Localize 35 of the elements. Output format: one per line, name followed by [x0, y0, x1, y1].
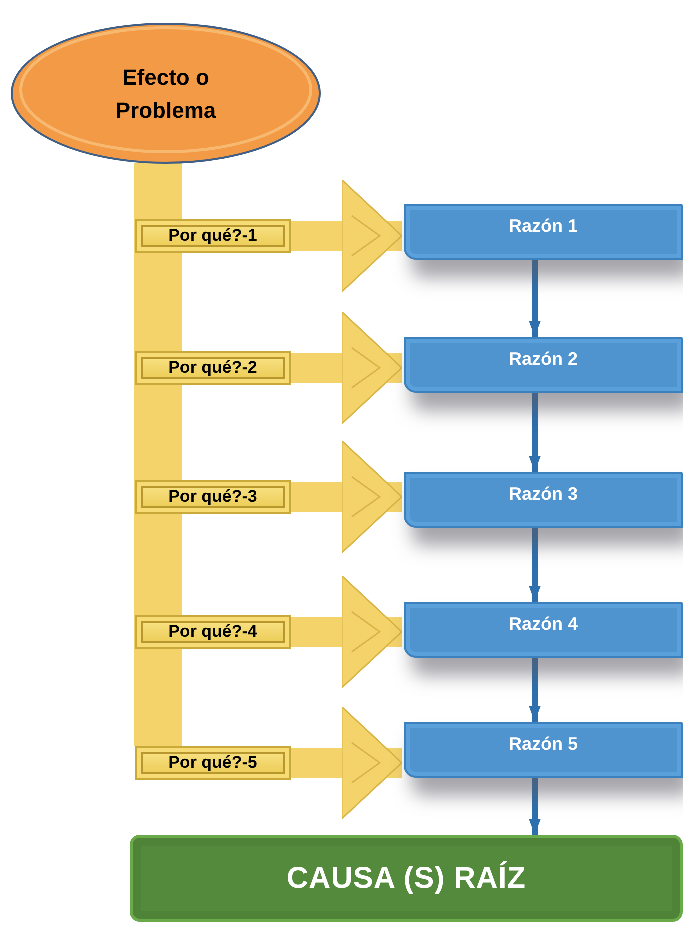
reason-box — [404, 204, 683, 260]
arrow — [529, 393, 541, 472]
reason-box — [404, 472, 683, 528]
arrow — [291, 575, 403, 689]
node-label: Razón 4 — [508, 614, 578, 635]
arrow — [529, 260, 541, 337]
node-label: Por qué?-2 — [168, 358, 258, 378]
arrow — [291, 706, 403, 820]
why-box — [135, 480, 291, 514]
node-label: CAUSA (S) RAÍZ — [286, 862, 526, 896]
node-label: Efecto o Problema — [114, 64, 218, 124]
trunk-line — [134, 163, 182, 746]
node-label: Razón 2 — [508, 349, 578, 370]
node-label: Razón 3 — [508, 484, 578, 505]
why-box — [135, 746, 291, 780]
arrow — [291, 179, 403, 293]
reason-box — [404, 722, 683, 778]
node-label: Por qué?-4 — [168, 622, 258, 642]
why-box — [135, 615, 291, 649]
node-label: Por qué?-5 — [168, 753, 258, 773]
root-cause-box — [130, 835, 683, 922]
arrow — [291, 440, 403, 554]
arrow — [529, 778, 541, 835]
node-label: Razón 1 — [508, 216, 578, 237]
node-label: Por qué?-1 — [168, 226, 258, 246]
reason-box — [404, 337, 683, 393]
why-box — [135, 351, 291, 385]
problem-ellipse — [10, 22, 322, 165]
reason-box — [404, 602, 683, 658]
node-label: Razón 5 — [508, 734, 578, 755]
why-box — [135, 219, 291, 253]
arrow — [291, 311, 403, 425]
arrow — [529, 658, 541, 722]
arrow — [529, 528, 541, 602]
node-label: Por qué?-3 — [168, 487, 258, 507]
